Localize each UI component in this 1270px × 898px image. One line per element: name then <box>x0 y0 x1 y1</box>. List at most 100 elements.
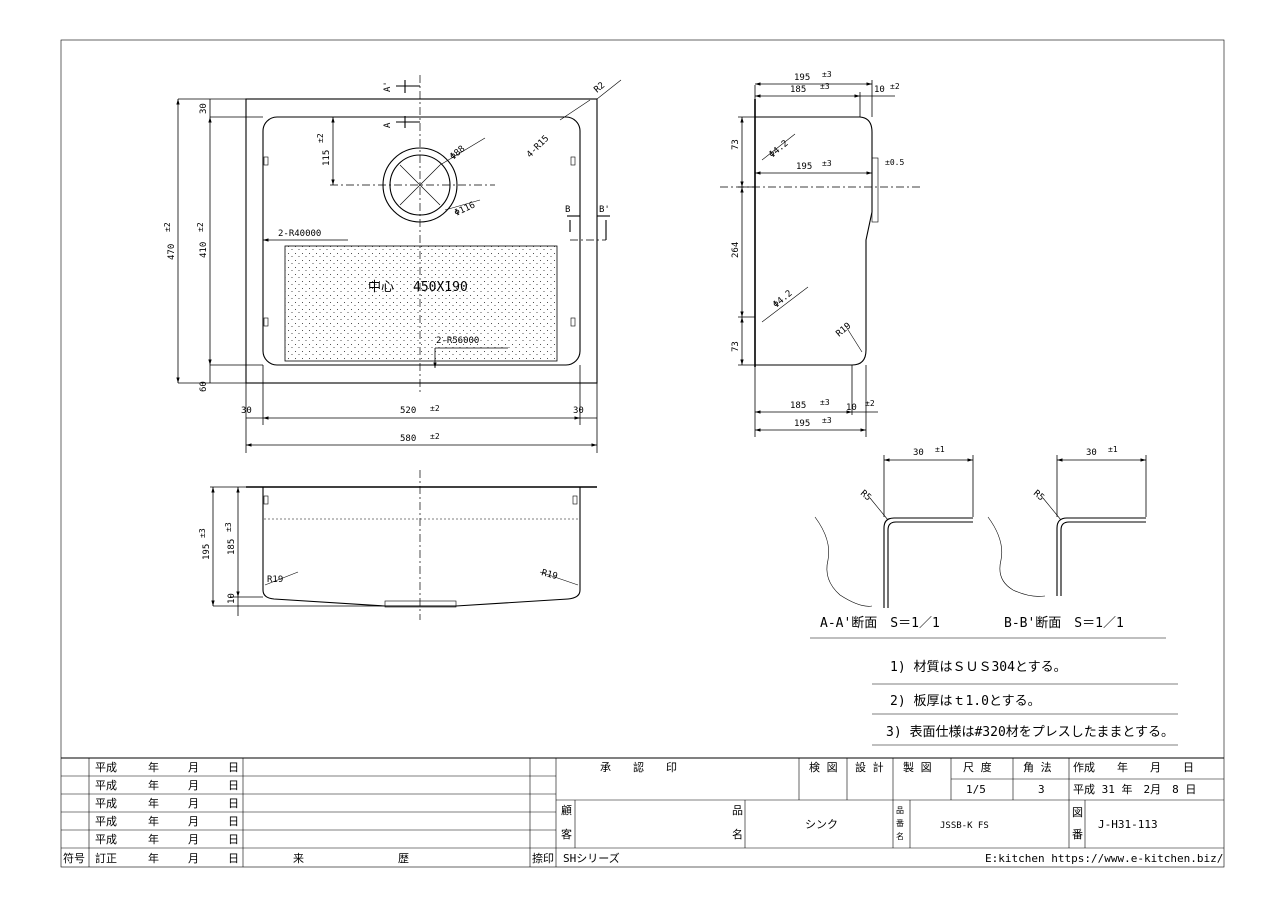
label-phi88: Φ88 <box>449 144 468 162</box>
svg-text:±2: ±2 <box>430 404 440 413</box>
svg-text:月: 月 <box>188 797 199 810</box>
svg-text:図: 図 <box>1072 806 1083 819</box>
svg-text:±3: ±3 <box>822 70 832 79</box>
svg-text:±2: ±2 <box>163 222 172 232</box>
approval-label: 承 認 印 <box>600 760 677 774</box>
dim-10-front: 10 <box>227 593 237 604</box>
svg-text:平成: 平成 <box>95 761 117 774</box>
svg-text:日: 日 <box>228 797 239 810</box>
svg-text:日: 日 <box>228 779 239 792</box>
created-value: 平成 31 年 2月 8 日 <box>1073 782 1196 796</box>
label-phi116: Φ116 <box>453 200 477 218</box>
dim-264: 264 <box>731 242 741 258</box>
top-view: 470 ±2 410 ±2 30 60 115 ±2 580 ±2 520 ±2… <box>163 75 622 453</box>
svg-text:歴: 歴 <box>398 852 409 865</box>
dim-520: 520 <box>400 406 416 416</box>
notes: 1) 材質はＳＵＳ304とする。 2) 板厚はｔ1.0とする。 3) 表面仕様は… <box>872 660 1178 746</box>
dim-73-side-top: 73 <box>731 139 741 150</box>
dim-30-left: 30 <box>241 406 252 416</box>
label-4-r15: 4-R15 <box>525 134 551 160</box>
section-a-width: 30 <box>913 448 924 458</box>
dim-410: 410 <box>199 242 209 258</box>
svg-text:日: 日 <box>228 815 239 828</box>
svg-text:±1: ±1 <box>935 445 945 454</box>
item-name: シンク <box>805 818 838 831</box>
svg-text:年: 年 <box>148 796 159 810</box>
angle-label: 角 法 <box>1023 760 1052 774</box>
section-b-label: B-B'断面 S＝1／1 <box>1004 616 1124 631</box>
svg-text:A': A' <box>383 81 393 92</box>
svg-text:±3: ±3 <box>820 82 830 91</box>
dim-185-front: 185 <box>227 539 237 555</box>
dim-30-right: 30 <box>573 406 584 416</box>
svg-text:±2: ±2 <box>890 82 900 91</box>
label-phi42-top: Φ4.2 <box>768 139 791 161</box>
svg-text:±3: ±3 <box>198 528 207 538</box>
svg-text:±3: ±3 <box>822 416 832 425</box>
drawing-frame <box>60 39 1225 868</box>
check-label: 検 図 <box>809 760 838 774</box>
svg-text:B': B' <box>599 205 610 215</box>
svg-text:年: 年 <box>148 760 159 774</box>
dim-30-top: 30 <box>199 103 209 114</box>
svg-text:A: A <box>383 122 393 128</box>
dim-60-bottom: 60 <box>199 381 209 392</box>
svg-text:名: 名 <box>732 827 743 841</box>
section-b-width: 30 <box>1086 448 1097 458</box>
drawing-number: J-H31-113 <box>1098 818 1158 831</box>
svg-text:月: 月 <box>188 815 199 828</box>
svg-text:品: 品 <box>896 806 904 815</box>
label-r19-front-right: R19 <box>540 568 558 582</box>
company-url: E:kitchen https://www.e-kitchen.biz/ <box>985 852 1223 865</box>
svg-text:平成: 平成 <box>95 833 117 846</box>
svg-text:月: 月 <box>188 833 199 846</box>
svg-text:±1: ±1 <box>1108 445 1118 454</box>
dim-115: 115 <box>322 150 332 166</box>
dim-195-front: 195 <box>202 544 212 560</box>
dim-470: 470 <box>167 244 177 260</box>
section-a: 30 ±1 R5 A-A'断面 S＝1／1 <box>810 445 993 639</box>
label-r40000: 2-R40000 <box>278 229 321 239</box>
front-view: 195 ±3 185 ±3 10 R19 R19 <box>198 470 597 620</box>
svg-text:年: 年 <box>148 851 159 865</box>
dim-10-side-top: 10 <box>874 85 885 95</box>
svg-text:日: 日 <box>228 833 239 846</box>
label-450x190: 450X190 <box>413 280 468 295</box>
scale-label: 尺 度 <box>963 760 992 774</box>
svg-text:±3: ±3 <box>822 159 832 168</box>
label-r2: R2 <box>593 81 608 96</box>
section-b: 30 ±1 R5 B-B'断面 S＝1／1 <box>987 445 1166 639</box>
stippled-area <box>284 245 558 362</box>
svg-text:±0.5: ±0.5 <box>885 158 904 167</box>
note-2: 2) 板厚はｔ1.0とする。 <box>890 694 1041 709</box>
dim-185-side-top: 185 <box>790 85 806 95</box>
dim-195-side-bot: 195 <box>794 419 810 429</box>
side-view: 195 ±3 185 ±3 10 ±2 195 ±3 ±0.5 73 264 7… <box>720 70 920 437</box>
svg-text:捺印: 捺印 <box>532 851 554 865</box>
svg-text:符号: 符号 <box>63 852 85 865</box>
svg-text:日: 日 <box>228 852 239 865</box>
svg-text:±2: ±2 <box>430 432 440 441</box>
note-1: 1) 材質はＳＵＳ304とする。 <box>890 660 1067 675</box>
svg-text:平成: 平成 <box>95 779 117 792</box>
svg-text:年: 年 <box>148 814 159 828</box>
svg-text:平成: 平成 <box>95 797 117 810</box>
product-code: JSSB-K FS <box>940 821 989 831</box>
label-center: 中心 <box>368 280 394 295</box>
angle-value: 3 <box>1038 783 1045 796</box>
svg-text:±2: ±2 <box>196 222 205 232</box>
svg-text:月: 月 <box>188 852 199 865</box>
svg-text:平成: 平成 <box>95 815 117 828</box>
svg-text:月: 月 <box>188 779 199 792</box>
svg-text:B: B <box>565 205 570 215</box>
svg-text:月: 月 <box>188 761 199 774</box>
sink-outer-outline <box>245 98 598 384</box>
label-r19-front-left: R19 <box>267 575 283 585</box>
scale-value: 1/5 <box>966 783 986 796</box>
label-r19-side: R19 <box>835 321 854 339</box>
svg-text:±2: ±2 <box>316 133 325 143</box>
series-name: SHシリーズ <box>563 851 620 865</box>
svg-text:来: 来 <box>293 852 304 865</box>
dim-195-side-top: 195 <box>794 73 810 83</box>
